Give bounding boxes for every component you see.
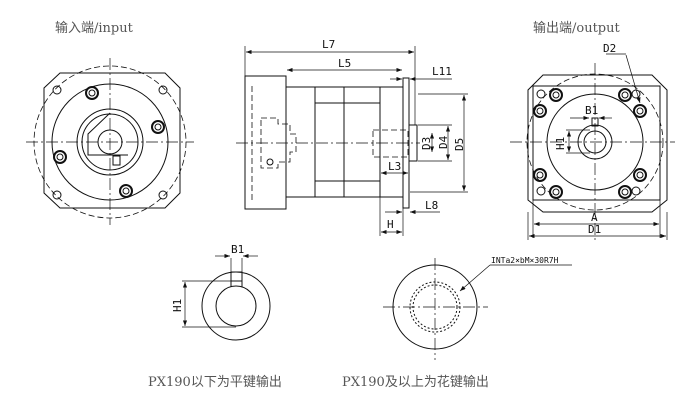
input-view-title: 输入端/input [55, 20, 134, 36]
bolt-holes [52, 85, 168, 200]
dim-H: H [387, 218, 394, 231]
dim-L7: L7 [322, 38, 335, 51]
dim-L8: L8 [425, 199, 438, 212]
dim-A: A [591, 211, 598, 224]
dim-D5: D5 [453, 138, 466, 151]
dim-D3: D3 [420, 137, 433, 150]
dim-H1-output: H1 [554, 137, 567, 150]
dim-D4: D4 [437, 135, 450, 149]
keyed-shaft-section: B1 H1 [171, 243, 271, 341]
dim-L11: L11 [432, 65, 452, 78]
dim-L5: L5 [338, 57, 351, 70]
dim-B1-output: B1 [585, 104, 598, 117]
dim-D1: D1 [588, 223, 601, 236]
side-dimensions: L7 L5 L11 D5 D4 D3 L3 L8 H [244, 38, 468, 236]
spline-shaft-section: INTa2×bM×30R7H [383, 256, 572, 360]
dim-B1-key: B1 [231, 243, 244, 256]
dim-D2: D2 [603, 42, 616, 55]
dim-L3: L3 [388, 160, 401, 173]
spline-spec: INTa2×bM×30R7H [491, 256, 559, 265]
side-view [236, 75, 420, 210]
input-end-view [26, 58, 194, 225]
output-bolt-holes [533, 88, 647, 199]
caption-spline-output: PX190及以上为花键输出 [342, 374, 489, 390]
caption-keyed-output: PX190以下为平键输出 [148, 374, 282, 390]
output-end-view: D2 B1 H1 A D1 [510, 42, 675, 240]
dim-H1-key: H1 [171, 299, 184, 312]
output-view-title: 输出端/output [533, 20, 620, 36]
